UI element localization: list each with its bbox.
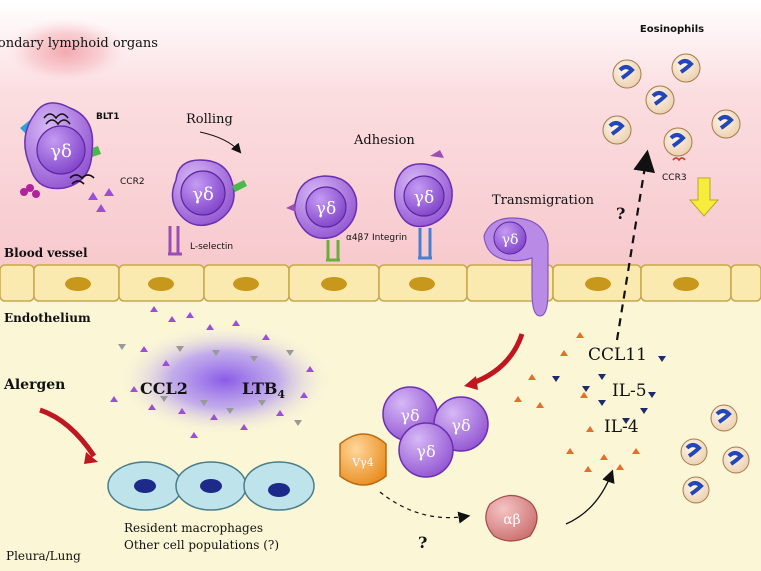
svg-text:γδ: γδ bbox=[502, 232, 519, 248]
svg-text:γδ: γδ bbox=[416, 442, 435, 461]
il4-label: IL-4 bbox=[604, 417, 639, 437]
svg-text:γδ: γδ bbox=[400, 406, 419, 425]
gd-cell-adhesion-2: γδ bbox=[393, 150, 453, 260]
macrophages-label-1: Resident macrophages bbox=[124, 521, 263, 535]
l-selectin-label: L-selectin bbox=[190, 242, 233, 252]
gd-cell-rolling: γδ bbox=[168, 159, 247, 256]
svg-text:γδ: γδ bbox=[192, 184, 214, 205]
question-mark-2: ? bbox=[418, 533, 427, 552]
pleura-lung-label: Pleura/Lung bbox=[6, 549, 81, 563]
alergen-arrow bbox=[39, 407, 97, 458]
question-mark-1: ? bbox=[616, 204, 625, 223]
yellow-down-arrow bbox=[688, 177, 720, 217]
gd-cell-adhesion-1: γδ bbox=[286, 175, 358, 262]
endothelium-label: Endothelium bbox=[4, 311, 91, 325]
svg-text:γδ: γδ bbox=[414, 188, 434, 208]
transmigration-label: Transmigration bbox=[492, 193, 595, 208]
vgamma4-cell: Vγ4 bbox=[339, 433, 387, 486]
ltb4-label: LTB4 bbox=[242, 379, 285, 401]
blt1-label: BLT1 bbox=[96, 112, 120, 122]
secondary-lymphoid-label: Secondary lymphoid organs bbox=[0, 36, 158, 51]
ccr3-label: CCR3 bbox=[662, 173, 687, 183]
svg-text:γδ: γδ bbox=[50, 141, 72, 162]
svg-text:Vγ4: Vγ4 bbox=[351, 456, 374, 469]
alergen-label: Alergen bbox=[3, 377, 65, 393]
ccr2-label: CCR2 bbox=[120, 177, 145, 187]
svg-text:γδ: γδ bbox=[451, 416, 470, 435]
eosinophils-blood bbox=[602, 53, 741, 162]
eosinophils-tissue bbox=[680, 404, 750, 504]
rolling-arrow bbox=[199, 131, 242, 154]
blood-vessel-region bbox=[0, 0, 761, 268]
il5-label: IL-5 bbox=[612, 381, 647, 401]
gd-cell-cluster: γδ γδ γδ bbox=[382, 386, 489, 478]
lymphoid-organ-glow bbox=[4, 18, 128, 86]
tissue-region bbox=[0, 268, 761, 571]
svg-text:γδ: γδ bbox=[316, 199, 336, 219]
recruitment-dashed-arrow bbox=[615, 149, 656, 341]
alpha-beta-cell: αβ bbox=[485, 494, 538, 542]
migration-arrow bbox=[469, 333, 525, 387]
gd-cell-transmigrating: γδ bbox=[483, 217, 549, 317]
macrophages-label-2: Other cell populations (?) bbox=[124, 538, 279, 552]
cytokine-particles bbox=[514, 332, 666, 472]
cytokine-release-arrow bbox=[565, 469, 615, 525]
ccl11-label: CCL11 bbox=[588, 345, 647, 365]
svg-text:αβ: αβ bbox=[503, 512, 521, 528]
resident-macrophages bbox=[107, 461, 315, 511]
endothelium-layer bbox=[0, 264, 761, 302]
blood-chemokine-particles bbox=[88, 188, 114, 212]
ccl2-label: CCL2 bbox=[140, 379, 188, 398]
differentiation-dashed-arrow bbox=[379, 491, 471, 524]
adhesion-label: Adhesion bbox=[353, 133, 415, 148]
rolling-label: Rolling bbox=[186, 112, 233, 127]
tissue-chemokine-particles bbox=[110, 306, 314, 438]
integrin-label: α4β7 Integrin bbox=[346, 233, 407, 243]
gd-cell-circulating: γδ bbox=[20, 102, 101, 198]
chemokine-cloud bbox=[117, 324, 333, 436]
eosinophils-label: Eosinophils bbox=[640, 24, 704, 35]
blood-vessel-label: Blood vessel bbox=[4, 246, 88, 260]
